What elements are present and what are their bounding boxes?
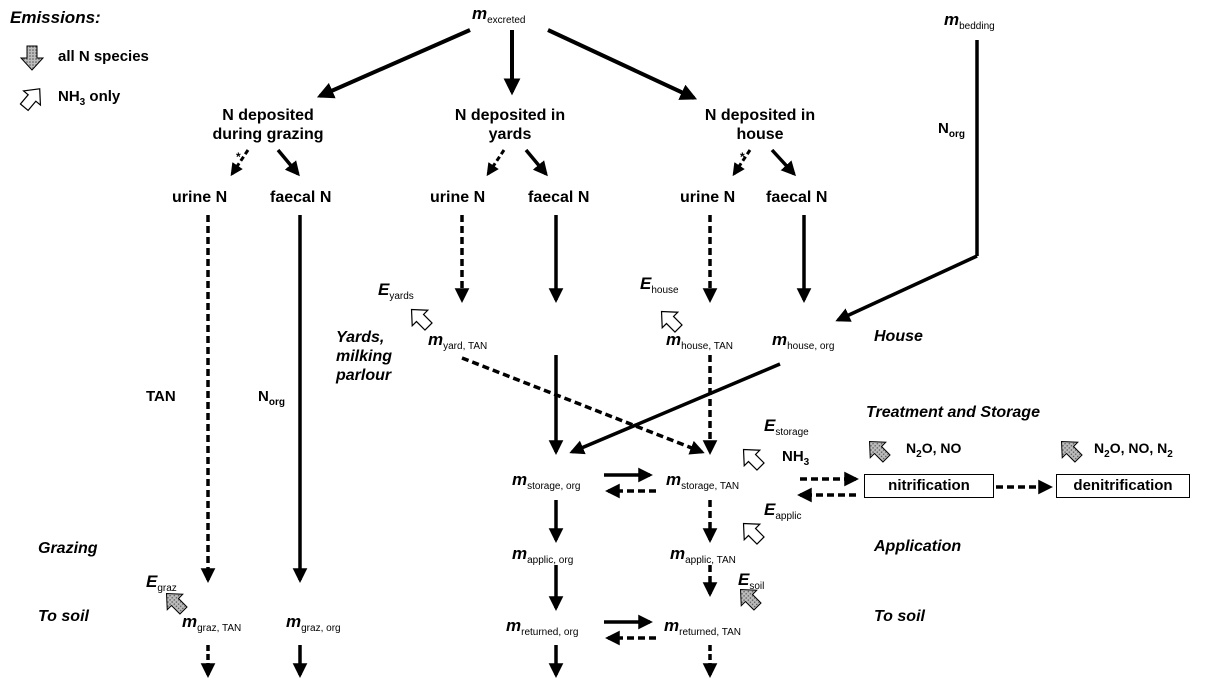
e-applic-arrow-icon [742,522,765,545]
side-label-to-soil-left: To soil [38,608,89,625]
m-yard-tan: myard, TAN [428,330,488,352]
e-storage-label: Estorage [764,416,809,438]
urine-n-grazing: urine N [172,189,228,206]
m-excreted: mexcreted [472,4,526,26]
side-label-grazing: Grazing [38,540,98,557]
e-house-arrow-icon [660,310,683,333]
m-storage-tan: mstorage, TAN [666,470,740,492]
faecal-n-grazing: faecal N [270,189,332,206]
arrow-yard-tan-to-storage [461,356,705,455]
m-graz-tan: mgraz, TAN [182,612,242,634]
arrow-yards-faecal [524,148,548,177]
urine-n-house: urine N [680,189,736,206]
arrow-excreted-grazing [316,28,471,99]
arrow-yards-urine [486,149,506,177]
e-applic-label: Eapplic [764,500,802,522]
side-label-house: House [874,328,923,345]
nitrification-box: nitrification [864,474,994,498]
faecal-n-yards: faecal N [528,189,590,206]
e-yards-label: Eyards [378,280,414,302]
nh3-storage-label: NH3 [782,448,810,468]
node-yards-deposit: N deposited in yards [454,107,566,143]
arrow-graz-faecal [276,148,300,177]
arrow-excreted-house [547,28,698,100]
m-graz-org: mgraz, org [286,612,341,634]
nitrification-emission-label: N2O, NO [906,440,962,460]
m-house-org: mhouse, org [772,330,835,352]
arrow-house-org-to-storage [569,362,781,455]
m-house-tan: mhouse, TAN [666,330,734,352]
node-grazing-deposit: N deposited during grazing [212,107,324,143]
e-graz-arrow-icon [165,592,188,615]
side-label-to-soil-right: To soil [874,608,925,625]
e-yards-arrow-icon [410,308,433,331]
e-soil-label: Esoil [738,570,765,592]
side-label-treatment: Treatment and Storage [866,404,1040,421]
m-storage-org: mstorage, org [512,470,581,492]
side-label-yards: Yards, milking parlour [336,329,393,384]
nitrification-emission-icon [868,440,891,463]
m-returned-org: mreturned, org [506,616,579,638]
star-grazing: * [236,150,241,164]
e-storage-arrow-icon [742,448,765,471]
legend-nh3-icon [19,88,42,112]
e-graz-label: Egraz [146,572,177,594]
m-applic-tan: mapplic, TAN [670,544,736,566]
n-org-bedding: Norg [938,120,965,140]
denitrification-emission-label: N2O, NO, N2 [1094,440,1173,460]
arrow-house-urine [732,149,752,177]
denitrification-box: denitrification [1056,474,1190,498]
faecal-n-house: faecal N [766,189,828,206]
legend-title: Emissions: [10,8,101,27]
m-returned-tan: mreturned, TAN [664,616,742,638]
n-org-grazing: Norg [258,388,285,408]
side-label-application: Application [874,538,962,555]
m-applic-org: mapplic, org [512,544,574,566]
legend-nh3-label: NH3 only [58,88,121,108]
arrow-bedding-to-house [835,254,978,322]
node-house-deposit: N deposited in house [704,107,816,143]
e-soil-arrow-icon [739,588,762,611]
legend-all-n-label: all N species [58,48,149,65]
denitrification-emission-icon [1060,440,1083,463]
urine-n-yards: urine N [430,189,486,206]
m-bedding: mbedding [944,10,995,32]
star-house: * [740,150,745,164]
arrow-graz-urine [230,149,250,177]
legend-all-n-icon [19,45,45,71]
tan-label: TAN [146,388,176,405]
arrow-house-faecal [770,148,796,177]
e-house-label: Ehouse [640,274,679,296]
